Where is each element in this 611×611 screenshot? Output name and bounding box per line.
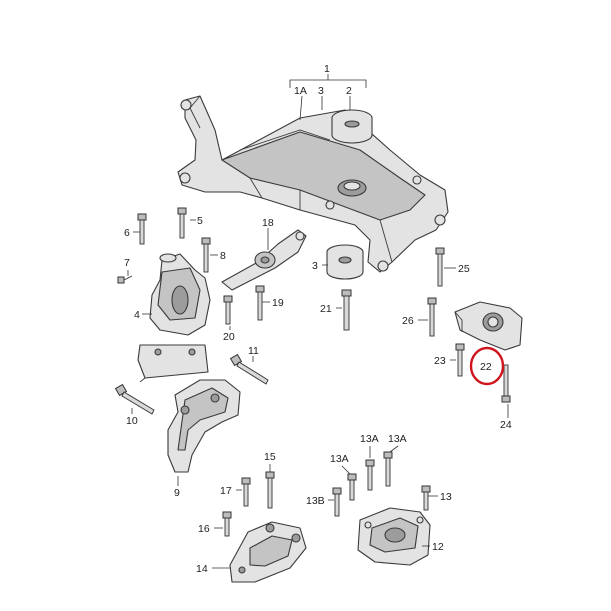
- subframe[interactable]: [177, 95, 449, 273]
- upper-bushing[interactable]: [331, 109, 373, 144]
- callout-21[interactable]: 21: [320, 303, 332, 315]
- callout-13A-1[interactable]: 13A: [360, 433, 379, 445]
- callout-3-lower[interactable]: 3: [312, 260, 318, 272]
- bolt-11[interactable]: [229, 353, 269, 385]
- transmission-mount[interactable]: [357, 507, 431, 566]
- bolt-15[interactable]: [265, 471, 275, 509]
- callout-25[interactable]: 25: [458, 263, 470, 275]
- callout-15[interactable]: 15: [264, 451, 276, 463]
- bolt-16[interactable]: [222, 511, 232, 537]
- bolt-8[interactable]: [201, 237, 211, 273]
- callout-1[interactable]: 1: [324, 63, 330, 75]
- callout-3-top[interactable]: 3: [318, 85, 324, 97]
- callout-9[interactable]: 9: [174, 487, 180, 499]
- lower-bushing[interactable]: [326, 244, 364, 280]
- bolt-20[interactable]: [223, 295, 233, 325]
- callout-23[interactable]: 23: [434, 355, 446, 367]
- callout-13A-3[interactable]: 13A: [330, 453, 349, 465]
- bolt-13A-left[interactable]: [365, 459, 375, 491]
- leader-lines: [127, 74, 509, 569]
- bolt-25[interactable]: [435, 247, 445, 287]
- callout-4[interactable]: 4: [134, 309, 140, 321]
- callout-20[interactable]: 20: [223, 331, 235, 343]
- callout-11[interactable]: 11: [248, 345, 259, 357]
- callout-2[interactable]: 2: [346, 85, 352, 97]
- callout-labels: 1 1A 3 2 3 4 5 6 7 8 9 10 11 12 13 13A 1…: [124, 63, 512, 575]
- callout-14[interactable]: 14: [196, 563, 208, 575]
- bolt-21[interactable]: [341, 289, 352, 331]
- mount-plate: [137, 344, 209, 383]
- bolt-13[interactable]: [421, 485, 431, 511]
- callout-13B[interactable]: 13B: [306, 495, 325, 507]
- callout-13A-2[interactable]: 13A: [388, 433, 407, 445]
- bolt-7[interactable]: [117, 275, 133, 284]
- callout-18[interactable]: 18: [262, 217, 274, 229]
- callout-13[interactable]: 13: [440, 491, 452, 503]
- bolt-26[interactable]: [427, 297, 437, 337]
- callout-24[interactable]: 24: [500, 419, 512, 431]
- callout-8[interactable]: 8: [220, 250, 226, 262]
- callout-26[interactable]: 26: [402, 315, 414, 327]
- bolt-23[interactable]: [455, 343, 465, 377]
- bolt-13A-center[interactable]: [347, 473, 357, 501]
- bolt-17[interactable]: [241, 477, 251, 507]
- callout-19[interactable]: 19: [272, 297, 284, 309]
- callout-5[interactable]: 5: [197, 215, 203, 227]
- bolt-5[interactable]: [177, 207, 187, 239]
- engine-mount[interactable]: [149, 253, 211, 336]
- callout-17[interactable]: 17: [220, 485, 232, 497]
- pendulum-support-bracket[interactable]: [454, 301, 523, 351]
- callout-16[interactable]: 16: [198, 523, 210, 535]
- bolt-13B[interactable]: [332, 487, 342, 517]
- bolt-19[interactable]: [255, 285, 265, 321]
- bolt-24[interactable]: [501, 364, 511, 403]
- bolt-13A-right[interactable]: [383, 451, 393, 487]
- bolt-6[interactable]: [137, 213, 147, 245]
- callout-10[interactable]: 10: [126, 415, 138, 427]
- callout-12[interactable]: 12: [432, 541, 444, 553]
- callout-22[interactable]: 22: [480, 361, 492, 373]
- transmission-bracket[interactable]: [229, 521, 307, 583]
- bolt-10[interactable]: [114, 383, 155, 415]
- engine-bracket[interactable]: [167, 379, 241, 473]
- callout-7[interactable]: 7: [124, 257, 130, 269]
- callout-1A[interactable]: 1A: [294, 85, 307, 97]
- callout-6[interactable]: 6: [124, 227, 130, 239]
- torque-arm[interactable]: [221, 229, 307, 291]
- highlight-circle-22: [469, 346, 505, 386]
